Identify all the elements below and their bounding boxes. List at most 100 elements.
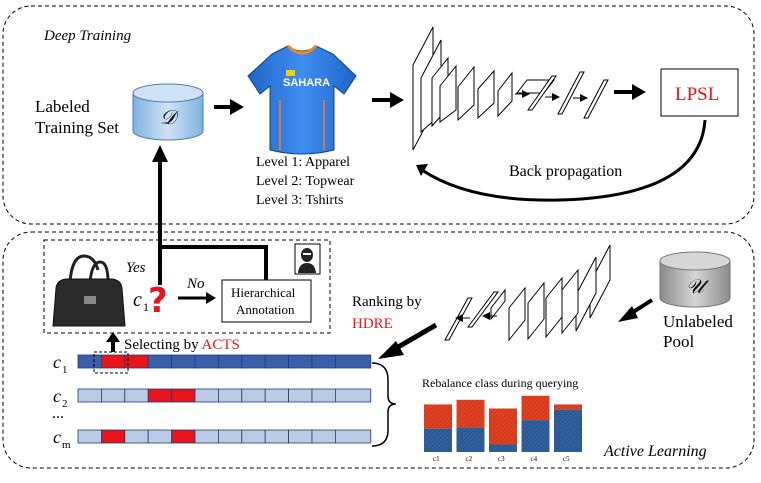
bar-tick-label: c5 bbox=[563, 455, 570, 463]
arrow-network-to-lpsl bbox=[614, 84, 646, 100]
labeled-label-line1: Labeled bbox=[35, 97, 90, 116]
bar-hatch-red bbox=[424, 404, 452, 429]
bar-hatch-red bbox=[489, 408, 517, 445]
handbag-icon bbox=[52, 254, 126, 327]
labeled-label-line2: Training Set bbox=[35, 118, 119, 137]
network-icon-bottom bbox=[490, 244, 611, 342]
arrow-dataset-to-image bbox=[214, 99, 244, 115]
network-small-arrows bbox=[515, 90, 588, 102]
level-3: Level 3: Tshirts bbox=[256, 193, 343, 208]
row-cell bbox=[334, 388, 372, 403]
level-2: Level 2: Topwear bbox=[256, 174, 355, 189]
bar-hatch-blue bbox=[521, 420, 550, 452]
network-fc-layers bbox=[527, 71, 609, 119]
row-label-subscript: 2 bbox=[62, 398, 68, 410]
deep-training-panel bbox=[2, 5, 755, 225]
arrow-pool-to-network bbox=[618, 298, 654, 322]
unlabeled-pool-cylinder bbox=[659, 251, 731, 308]
back-propagation-label: Back propagation bbox=[509, 163, 622, 180]
candidate-label: c bbox=[133, 289, 142, 311]
row-cell-selected bbox=[171, 388, 196, 403]
selection-highlight-box bbox=[93, 351, 129, 374]
row-cell bbox=[77, 354, 102, 369]
hierarchical-annotation-line1: Hierarchical bbox=[231, 285, 296, 300]
deep-training-title: Deep Training bbox=[43, 28, 132, 44]
row-cell-selected bbox=[171, 429, 196, 444]
unlabeled-pool-label-line2: Pool bbox=[663, 332, 694, 351]
arrow-ranking-to-rows bbox=[378, 322, 438, 359]
candidate-subscript: 1 bbox=[143, 300, 149, 314]
row-cell bbox=[194, 429, 219, 444]
arrow-selecting-up bbox=[106, 332, 120, 352]
lpsl-label: LPSL bbox=[675, 84, 719, 105]
network-small-arrows-bottom bbox=[455, 312, 497, 322]
row-cell bbox=[171, 354, 196, 369]
row-cell bbox=[217, 354, 243, 369]
arrow-to-labeled-set bbox=[152, 145, 268, 285]
rebalance-bar-chart: c1 c2 c3 c4 c5 bbox=[424, 395, 582, 463]
row-cell bbox=[124, 388, 149, 403]
bar-tick-label: c1 bbox=[433, 455, 440, 463]
ranking-label-line1: Ranking by bbox=[352, 294, 422, 310]
selecting-label: Selecting by ACTS bbox=[124, 337, 240, 353]
rows-ellipsis: ... bbox=[52, 405, 64, 422]
row-label: c bbox=[53, 427, 61, 447]
annotation-box bbox=[43, 239, 331, 334]
lpsl-box bbox=[660, 68, 739, 117]
row-cell bbox=[334, 429, 372, 444]
bar-hatch-red bbox=[554, 404, 582, 410]
row-cell-selected bbox=[147, 388, 172, 403]
row-label-subscript: m bbox=[62, 439, 71, 451]
row-cell bbox=[217, 429, 243, 444]
row-cell bbox=[264, 388, 290, 403]
annotator-icon bbox=[294, 243, 321, 275]
level-1: Level 1: Apparel bbox=[256, 155, 350, 170]
arrow-image-to-network bbox=[372, 92, 404, 108]
row-cell bbox=[288, 429, 313, 444]
hierarchical-annotation-box bbox=[221, 279, 312, 323]
row-cell bbox=[311, 388, 336, 403]
question-mark: ? bbox=[148, 281, 168, 321]
bar-hatch-red bbox=[456, 399, 485, 428]
row-cell bbox=[311, 354, 336, 369]
row-cell bbox=[264, 429, 290, 444]
row-cell bbox=[241, 388, 266, 403]
bar-tick-label: c4 bbox=[531, 455, 538, 463]
row-cell bbox=[147, 354, 172, 369]
row-cell bbox=[147, 429, 172, 444]
jersey-text: SAHARA bbox=[283, 77, 330, 89]
bar-tick-label: c2 bbox=[466, 455, 473, 463]
row-cell bbox=[288, 388, 313, 403]
tshirt-icon bbox=[247, 44, 357, 155]
unlabeled-pool-label-line1: Unlabeled bbox=[663, 312, 733, 331]
active-learning-title: Active Learning bbox=[603, 443, 707, 460]
row-cell bbox=[101, 388, 126, 403]
row-cell bbox=[194, 354, 219, 369]
bar-hatch-blue bbox=[554, 409, 582, 452]
row-cell bbox=[241, 354, 266, 369]
row-label-subscript: 1 bbox=[62, 364, 68, 376]
hierarchical-annotation-line2: Annotation bbox=[236, 302, 295, 317]
row-cell-selected bbox=[101, 429, 126, 444]
network-icon bbox=[412, 26, 556, 151]
row-cell bbox=[264, 354, 290, 369]
row-cell bbox=[217, 388, 243, 403]
active-learning-panel bbox=[2, 231, 755, 469]
row-cell bbox=[77, 388, 102, 403]
row-cell bbox=[288, 354, 313, 369]
arrow-no-to-annotation bbox=[178, 292, 216, 304]
row-cell bbox=[334, 354, 372, 369]
row-cell bbox=[77, 429, 102, 444]
back-propagation-arrowhead bbox=[416, 164, 428, 176]
labeled-dataset-cylinder bbox=[132, 83, 204, 141]
row-cell-selected bbox=[101, 354, 126, 369]
bar-hatch-red bbox=[521, 395, 550, 421]
bar-hatch-blue bbox=[424, 428, 452, 452]
labeled-dataset-symbol: 𝒟 bbox=[160, 107, 180, 129]
bar-tick-label: c3 bbox=[498, 455, 505, 463]
row-label: c bbox=[53, 352, 61, 372]
row-label: c bbox=[53, 386, 61, 406]
back-propagation-arrow bbox=[421, 119, 707, 202]
